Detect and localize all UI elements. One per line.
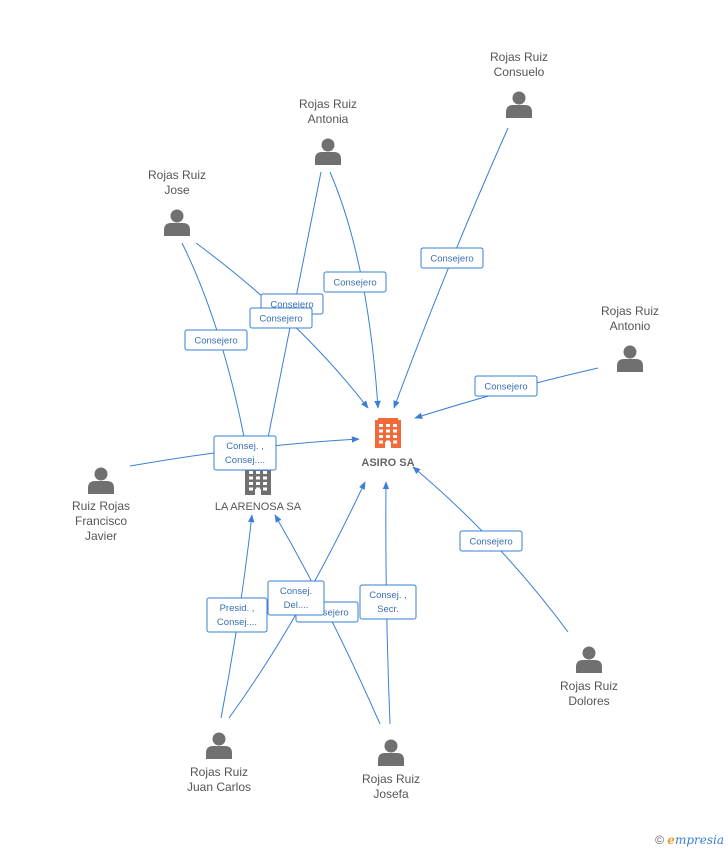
edge-label-box — [267, 580, 325, 616]
edge-label-text: Consejero — [194, 336, 237, 347]
edge-label-text: Consejero — [305, 608, 348, 619]
copyright-symbol: © — [655, 833, 664, 847]
node-label: Dolores — [568, 694, 609, 708]
edge-label-box — [249, 307, 313, 329]
building-icon — [245, 465, 271, 495]
person-icon — [206, 732, 232, 759]
edge-label-text: Consej.... — [217, 617, 257, 628]
person-icon — [506, 91, 532, 118]
edge-label-josefa-asiro[interactable]: Consej. , Secr. — [359, 584, 417, 620]
node-label: ASIRO SA — [361, 457, 414, 469]
edge-label-text: Consejero — [469, 537, 512, 548]
node-label: Josefa — [373, 787, 409, 801]
node-label: Francisco — [75, 514, 127, 528]
edge-label-box — [184, 329, 248, 351]
node-label: LA ARENOSA SA — [215, 501, 302, 513]
edge-label-text: Consejero — [430, 254, 473, 265]
edge-label-francisco-asiro[interactable]: Consej. , Consej.... — [213, 435, 277, 471]
node-label: Rojas Ruiz — [490, 50, 548, 64]
node-label: Rojas Ruiz — [601, 304, 659, 318]
person-icon — [378, 739, 404, 766]
edge-label-text: Consejero — [259, 314, 302, 325]
edge-labels-layer: ConsejeroConsejeroConsejeroConsejeroCons… — [184, 247, 538, 633]
edge-label-antonio-asiro[interactable]: Consejero — [474, 375, 538, 397]
edge-label-juancarlos-arenosa[interactable]: Presid. , Consej.... — [206, 597, 268, 633]
node-label: Javier — [85, 529, 117, 543]
person-icon — [88, 467, 114, 494]
edge-label-antonia-asiro[interactable]: Consejero — [323, 271, 387, 293]
footer-brand[interactable]: © empresia — [655, 833, 724, 847]
node-label: Consuelo — [494, 65, 545, 79]
brand-logo: empresia — [667, 833, 724, 847]
edge-label-text: Secr. — [377, 604, 399, 615]
building-icon-main — [375, 418, 401, 448]
node-arenosa[interactable]: LA ARENOSA SA — [215, 465, 302, 513]
node-label: Rojas Ruiz — [190, 765, 248, 779]
person-icon — [315, 138, 341, 165]
edge-label-box — [474, 375, 538, 397]
node-label: Antonia — [308, 112, 349, 126]
person-icon — [164, 209, 190, 236]
edge-label-text: Consejero — [333, 278, 376, 289]
edge-label-text: Consej. , — [369, 590, 407, 601]
node-label: Rojas Ruiz — [362, 772, 420, 786]
node-asiro[interactable]: ASIRO SA — [361, 418, 415, 469]
node-label: Rojas Ruiz — [560, 679, 618, 693]
edge-label-text: Consejero — [270, 300, 313, 311]
edge-label-box — [459, 530, 523, 552]
edge-label-box — [213, 435, 277, 471]
person-icon — [617, 345, 643, 372]
node-label: Antonio — [610, 319, 651, 333]
edge-label-box — [206, 597, 268, 633]
node-label: Rojas Ruiz — [299, 97, 357, 111]
edges-layer — [129, 127, 599, 725]
edge-consuelo-asiro — [393, 127, 509, 409]
edge-label-text: Consejero — [484, 382, 527, 393]
edge-label-dolores-asiro[interactable]: Consejero — [459, 530, 523, 552]
edge-label-box — [323, 271, 387, 293]
edge-label-josefa-arenosa[interactable]: Consej. Del.... — [267, 580, 325, 616]
edge-label-text: Presid. , — [220, 603, 255, 614]
node-label: Jose — [164, 183, 190, 197]
edge-label-text: Consej. — [280, 586, 312, 597]
edge-label-text: Consej.... — [225, 455, 265, 466]
edge-label-box — [359, 584, 417, 620]
person-icon — [576, 646, 602, 673]
edge-label-jose-asiro[interactable]: Consejero — [249, 307, 313, 329]
node-label: Juan Carlos — [187, 780, 251, 794]
node-label: Ruiz Rojas — [72, 499, 130, 513]
edge-label-text: Del.... — [284, 600, 309, 611]
edge-label-box — [420, 247, 484, 269]
node-label: Rojas Ruiz — [148, 168, 206, 182]
edge-label-jose-arenosa[interactable]: Consejero — [184, 329, 248, 351]
edge-label-text: Consej. , — [226, 441, 264, 452]
edge-label-consuelo-asiro[interactable]: Consejero — [420, 247, 484, 269]
